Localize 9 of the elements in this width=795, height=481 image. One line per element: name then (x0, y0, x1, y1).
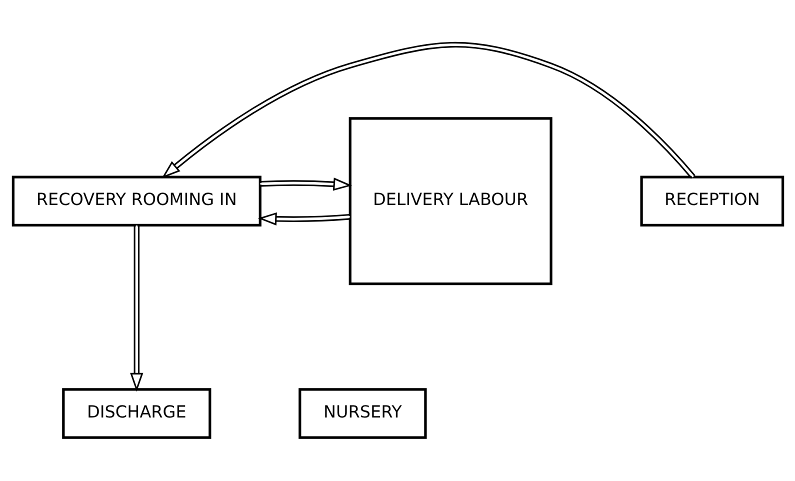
arrow (257, 212, 350, 226)
node-box: NURSERY (298, 388, 426, 438)
node-box: RECEPTION (640, 175, 784, 226)
arrow (161, 42, 695, 178)
arrow (130, 224, 143, 392)
node-box: DISCHARGE (62, 388, 211, 438)
node-box: RECOVERY ROOMING IN (11, 175, 261, 226)
node-box: DELIVERY LABOUR (348, 116, 552, 285)
arrow (260, 177, 352, 190)
